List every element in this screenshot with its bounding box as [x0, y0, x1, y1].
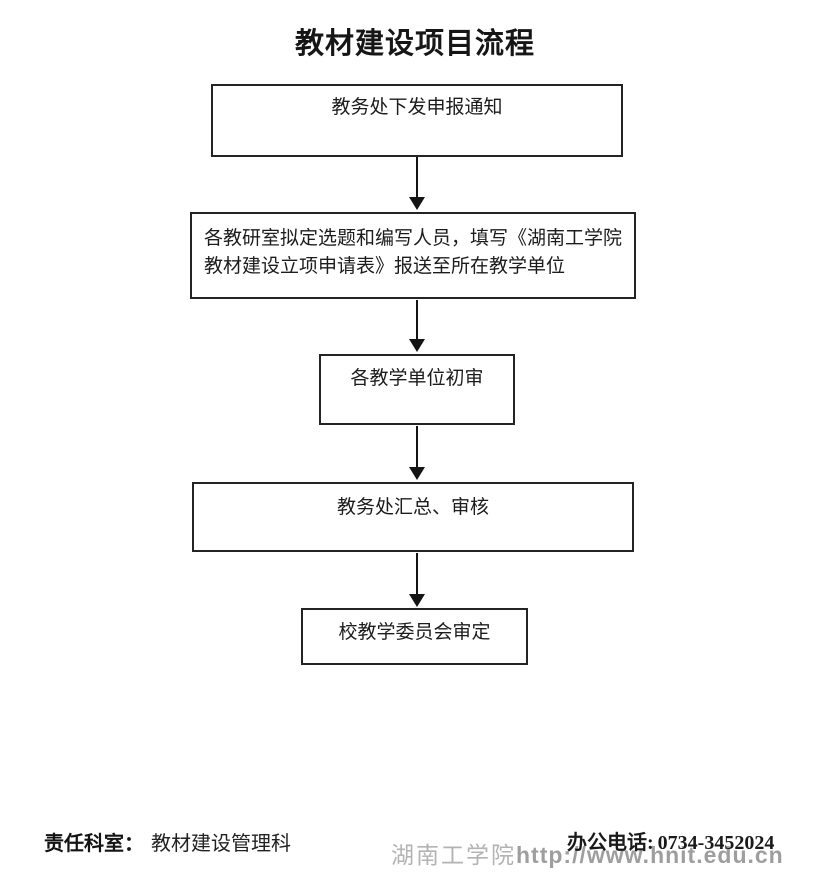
watermark-url: http://www.hnit.edu.cn — [516, 842, 784, 868]
flow-step-label: 教务处汇总、审核 — [336, 497, 489, 518]
flow-step-label: 教务处下发申报通知 — [331, 97, 503, 118]
page-title: 教材建设项目流程 — [294, 28, 535, 60]
watermark: 湖南工学院http://www.hnit.edu.cn — [391, 836, 784, 870]
flow-step-initial-review: 各教学单位初审 — [319, 354, 515, 425]
watermark-school-name: 湖南工学院 — [391, 843, 516, 868]
flow-step-label: 各教研室拟定选题和编写人员，填写《湖南工学院教材建设立项申请表》报送至所在教学单… — [204, 228, 623, 277]
responsible-department-value: 教材建设管理科 — [151, 833, 291, 855]
flow-arrow-down-3 — [409, 426, 425, 480]
flow-arrow-down-4 — [409, 553, 425, 607]
flow-step-notice: 教务处下发申报通知 — [211, 84, 623, 157]
responsible-department: 责任科室： 教材建设管理科 — [44, 827, 291, 856]
flow-step-application: 各教研室拟定选题和编写人员，填写《湖南工学院教材建设立项申请表》报送至所在教学单… — [190, 212, 636, 299]
flow-step-label: 各教学单位初审 — [350, 368, 484, 389]
responsible-department-label: 责任科室： — [44, 833, 144, 855]
office-phone: 办公电话:0734-3452024 — [567, 826, 774, 855]
flow-arrow-down-1 — [409, 157, 425, 210]
flow-arrow-down-2 — [409, 300, 425, 352]
flow-step-summary-audit: 教务处汇总、审核 — [192, 482, 634, 552]
flow-step-label: 校教学委员会审定 — [338, 622, 491, 643]
office-phone-label: 办公电话: — [567, 832, 654, 854]
flow-step-committee-approval: 校教学委员会审定 — [301, 608, 528, 665]
office-phone-value: 0734-3452024 — [657, 832, 775, 854]
